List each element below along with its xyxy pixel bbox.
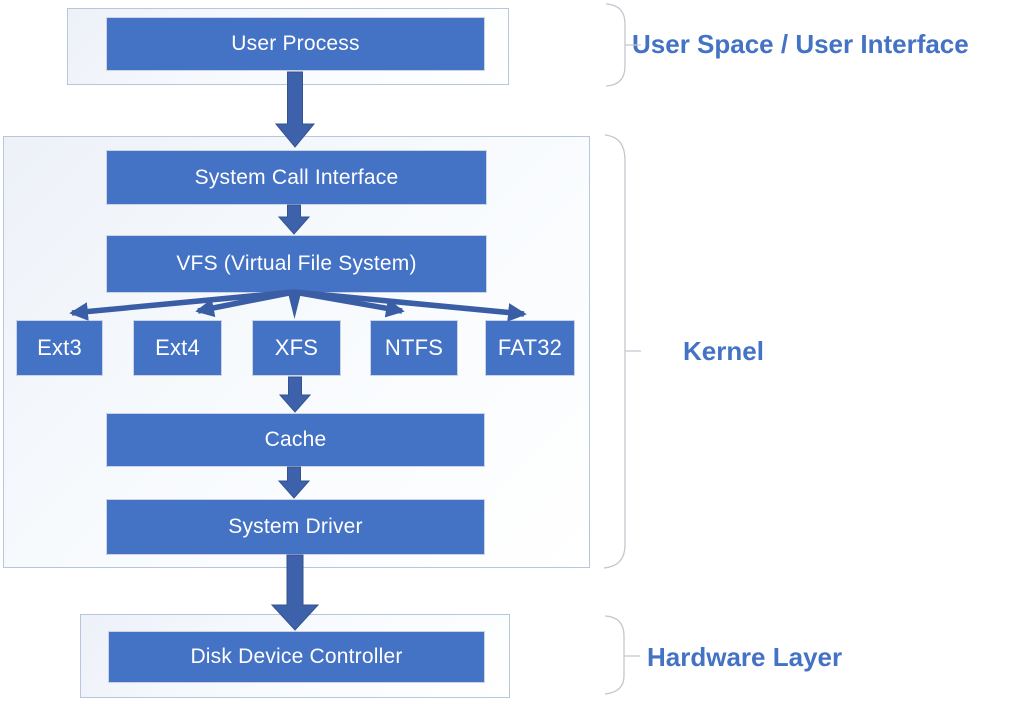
node-system-call-interface: System Call Interface xyxy=(106,150,487,205)
kernel-brace xyxy=(603,134,641,569)
node-ext4: Ext4 xyxy=(133,320,222,376)
node-fat32: FAT32 xyxy=(485,320,575,376)
node-system-driver: System Driver xyxy=(106,499,485,555)
node-user-process: User Process xyxy=(106,17,485,71)
node-disk-device-controller: Disk Device Controller xyxy=(108,631,485,683)
kernel-layer-label: Kernel xyxy=(683,336,764,366)
node-xfs: XFS xyxy=(252,320,341,376)
node-ntfs: NTFS xyxy=(370,320,458,376)
node-ext3: Ext3 xyxy=(16,320,103,376)
hardware-layer-label: Hardware Layer xyxy=(647,642,843,672)
hardware-brace xyxy=(604,615,640,695)
node-cache: Cache xyxy=(106,413,485,467)
node-vfs: VFS (Virtual File System) xyxy=(106,235,487,293)
user-space-layer-label: User Space / User Interface xyxy=(632,29,969,59)
